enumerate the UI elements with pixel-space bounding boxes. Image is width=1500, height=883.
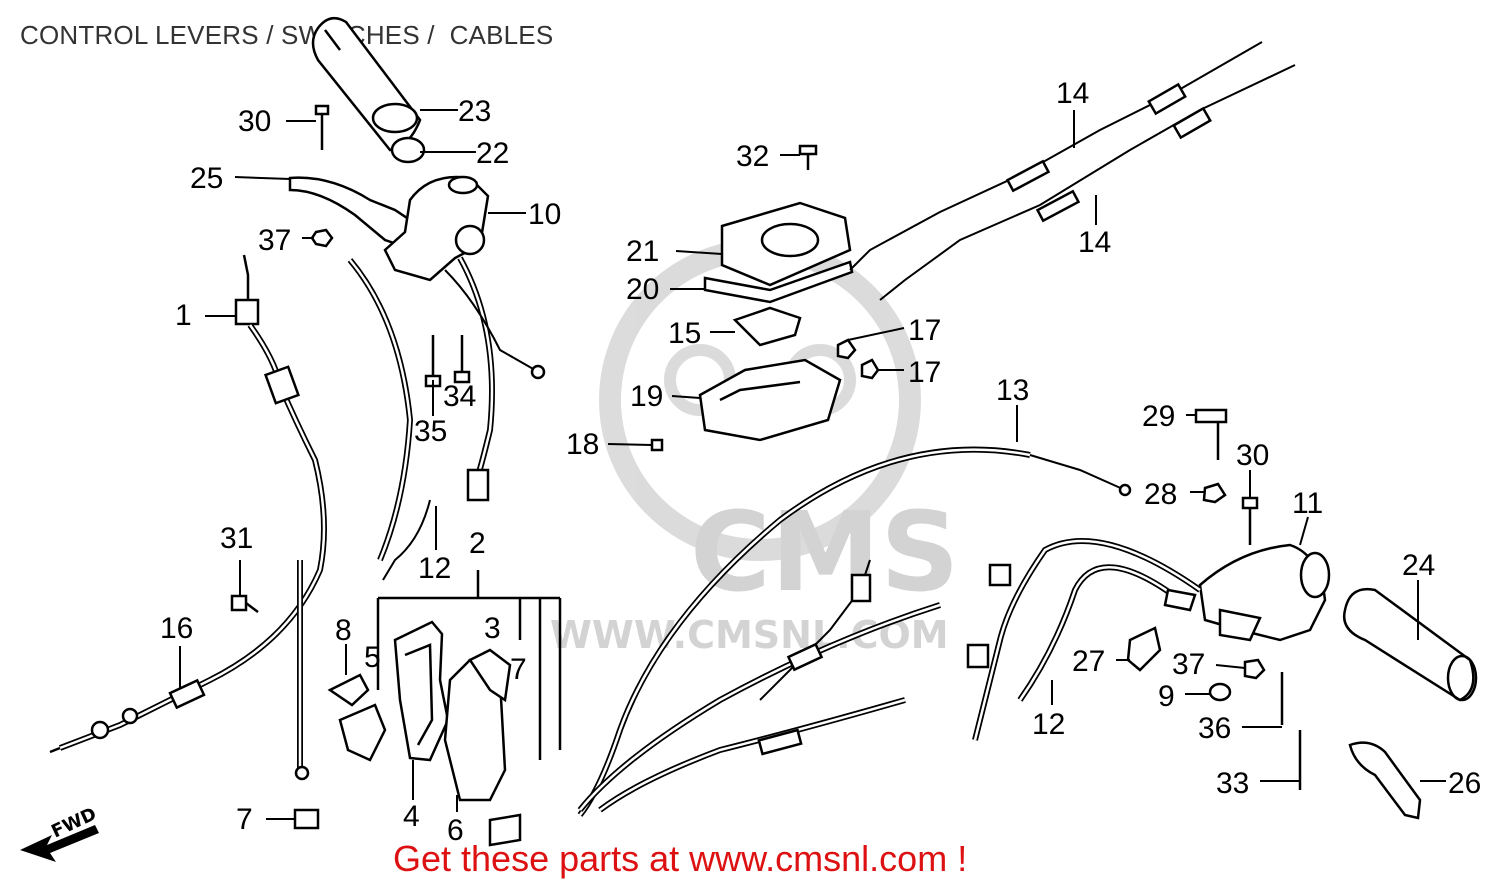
screw-31 bbox=[230, 594, 259, 613]
diagram-title: CONTROL LEVERS / SWITCHES / CABLES bbox=[20, 20, 554, 50]
callout-1: 1 bbox=[175, 299, 192, 332]
callout-3: 3 bbox=[484, 612, 501, 645]
cable-lower-left bbox=[293, 560, 320, 830]
callout-labels: 30 23 22 25 10 37 1 34 35 12 2 31 16 8 5… bbox=[160, 77, 1481, 847]
leader-lines bbox=[179, 109, 1446, 820]
bracket-group bbox=[327, 570, 562, 847]
right-small-parts bbox=[1126, 408, 1302, 790]
clutch-lever bbox=[288, 176, 412, 247]
callout-37-right: 37 bbox=[1172, 648, 1205, 681]
nut-37-left bbox=[310, 228, 334, 248]
callout-12: 12 bbox=[418, 552, 451, 585]
right-grip bbox=[1342, 587, 1478, 702]
callout-24: 24 bbox=[1402, 549, 1435, 582]
callout-28: 28 bbox=[1144, 478, 1177, 511]
left-switch-housing bbox=[383, 175, 490, 282]
fwd-arrow: FWD bbox=[20, 804, 100, 862]
right-lever bbox=[1348, 741, 1422, 820]
callout-15: 15 bbox=[668, 317, 701, 350]
callout-7-lower: 7 bbox=[236, 803, 253, 836]
callout-4: 4 bbox=[403, 800, 420, 833]
callout-34: 34 bbox=[443, 380, 476, 413]
long-cables-center bbox=[577, 446, 1132, 817]
callout-23: 23 bbox=[458, 95, 491, 128]
throttle-cable-left bbox=[49, 254, 327, 754]
throttle-grip bbox=[311, 16, 426, 164]
callout-19: 19 bbox=[630, 380, 663, 413]
callout-12-right: 12 bbox=[1032, 708, 1065, 741]
callout-13: 13 bbox=[996, 374, 1029, 407]
callout-21: 21 bbox=[626, 235, 659, 268]
callout-22: 22 bbox=[476, 137, 509, 170]
callout-29: 29 bbox=[1142, 400, 1175, 433]
callout-9: 9 bbox=[1158, 680, 1175, 713]
callout-17-upper: 17 bbox=[908, 314, 941, 347]
callout-16: 16 bbox=[160, 612, 193, 645]
callout-14-lower: 14 bbox=[1078, 226, 1111, 259]
callout-25: 25 bbox=[190, 162, 223, 195]
callout-2: 2 bbox=[469, 527, 486, 560]
screws-34-35 bbox=[424, 335, 471, 388]
watermark-url-text: WWW.CMSNL.COM bbox=[550, 613, 949, 657]
clutch-cable-upper bbox=[347, 256, 546, 581]
right-switch-housing bbox=[1198, 543, 1331, 642]
callout-27: 27 bbox=[1072, 645, 1105, 678]
callout-33: 33 bbox=[1216, 767, 1249, 800]
callout-6: 6 bbox=[447, 814, 464, 847]
callout-20: 20 bbox=[626, 273, 659, 306]
callout-8: 8 bbox=[335, 614, 352, 647]
callout-10: 10 bbox=[528, 198, 561, 231]
callout-30-right: 30 bbox=[1236, 439, 1269, 472]
callout-5: 5 bbox=[364, 641, 381, 674]
callout-14-upper: 14 bbox=[1056, 77, 1089, 110]
callout-31: 31 bbox=[220, 522, 253, 555]
callout-32: 32 bbox=[736, 140, 769, 173]
callout-11: 11 bbox=[1292, 487, 1323, 520]
callout-35: 35 bbox=[414, 415, 447, 448]
right-harness bbox=[966, 538, 1202, 741]
parts-link-banner[interactable]: Get these parts at www.cmsnl.com ! bbox=[393, 838, 968, 879]
callout-7-center: 7 bbox=[510, 653, 527, 686]
callout-17-lower: 17 bbox=[908, 356, 941, 389]
watermark-logo-text: CMS bbox=[690, 488, 959, 616]
callout-37: 37 bbox=[258, 224, 291, 257]
watermark: CMS WWW.CMSNL.COM bbox=[550, 239, 959, 657]
callout-26: 26 bbox=[1448, 767, 1481, 800]
cables-14 bbox=[849, 41, 1296, 301]
screw-30-left bbox=[314, 104, 330, 150]
callout-18: 18 bbox=[566, 428, 599, 461]
callout-36: 36 bbox=[1198, 712, 1231, 745]
callout-30: 30 bbox=[238, 105, 271, 138]
